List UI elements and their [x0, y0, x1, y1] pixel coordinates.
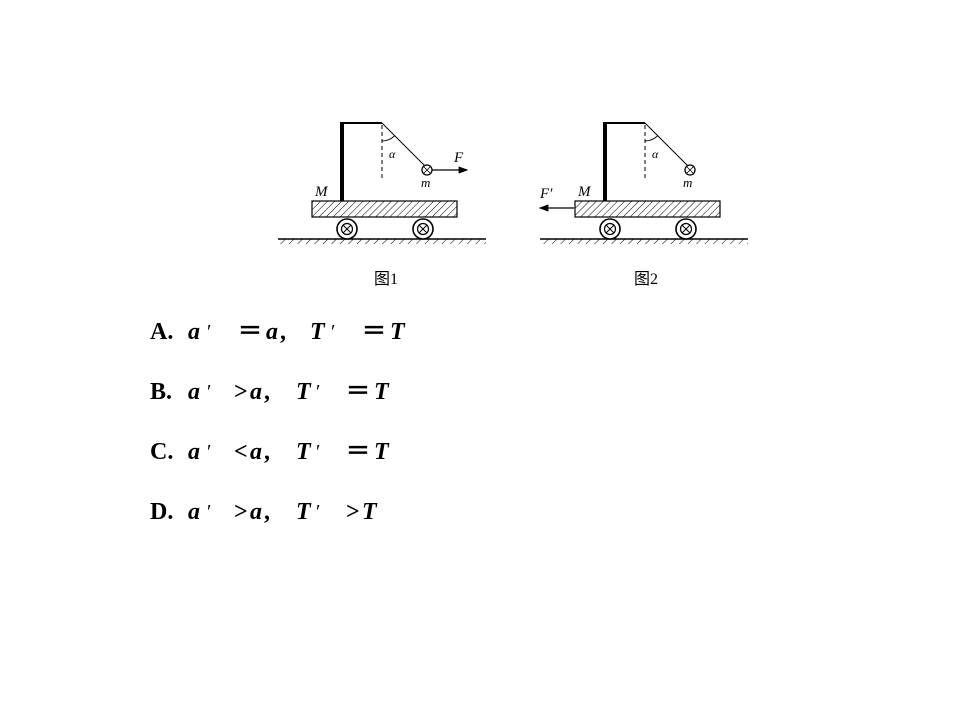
label-F: F — [453, 150, 464, 166]
var-T: T — [296, 379, 311, 405]
var-a: a — [188, 379, 200, 405]
var-T-rhs: T — [374, 439, 389, 465]
comma: , — [280, 319, 286, 345]
var-a: a — [188, 319, 200, 345]
var-T: T — [310, 319, 325, 345]
ground-hatching — [278, 239, 486, 244]
figure-2-caption: 图2 — [634, 271, 659, 288]
prime: ′ — [331, 321, 336, 343]
var-a-rhs: a — [250, 439, 262, 465]
relation-1: > — [234, 379, 248, 405]
label-m: m — [683, 175, 692, 190]
label-m: m — [421, 175, 430, 190]
var-T-rhs: T — [390, 319, 405, 345]
label-alpha: α — [652, 147, 659, 161]
prime: ′ — [316, 501, 321, 523]
angle-arc — [381, 135, 396, 142]
pendulum-string — [381, 122, 428, 169]
wheel — [599, 218, 621, 240]
prime: ′ — [207, 321, 212, 343]
cart-pendulum-diagrams: M α m F — [278, 122, 748, 244]
prime: ′ — [207, 381, 212, 403]
ground-hatching — [540, 239, 748, 244]
option-letter: D. — [150, 499, 174, 525]
comma: , — [264, 379, 270, 405]
figure-1-caption: 图1 — [374, 271, 399, 288]
bob — [684, 164, 696, 176]
var-T: T — [296, 499, 311, 525]
figures-area: M α m F — [270, 110, 760, 290]
relation-2: ＝ — [346, 439, 370, 465]
label-M: M — [314, 184, 329, 200]
var-a: a — [188, 439, 200, 465]
label-alpha: α — [389, 147, 396, 161]
wheel — [675, 218, 697, 240]
angle-arc — [644, 135, 659, 142]
cart-body — [574, 200, 721, 218]
wheel — [336, 218, 358, 240]
relation-2: ＝ — [346, 379, 370, 405]
var-T: T — [296, 439, 311, 465]
relation-2: ＝ — [362, 319, 386, 345]
var-a: a — [188, 499, 200, 525]
prime: ′ — [316, 381, 321, 403]
label-F-prime: F′ — [539, 186, 553, 202]
relation-1: > — [234, 499, 248, 525]
var-a-rhs: a — [250, 379, 262, 405]
figure-2: M α m F′ — [538, 122, 748, 244]
option-letter: C. — [150, 439, 174, 465]
relation-1: < — [234, 439, 248, 465]
relation-1: ＝ — [238, 319, 262, 345]
pendulum-string — [644, 122, 691, 169]
prime: ′ — [316, 441, 321, 463]
var-a-rhs: a — [250, 499, 262, 525]
option-letter: A. — [150, 319, 174, 345]
figure-1: M α m F — [278, 122, 486, 244]
comma: , — [264, 499, 270, 525]
var-T-rhs: T — [374, 379, 389, 405]
wheel — [412, 218, 434, 240]
bob — [421, 164, 433, 176]
var-a-rhs: a — [266, 319, 278, 345]
comma: , — [264, 439, 270, 465]
prime: ′ — [207, 501, 212, 523]
prime: ′ — [207, 441, 212, 463]
option-letter: B. — [150, 379, 173, 405]
var-T-rhs: T — [362, 499, 377, 525]
cart-body — [311, 200, 458, 218]
label-M: M — [577, 184, 592, 200]
relation-2: > — [346, 499, 360, 525]
